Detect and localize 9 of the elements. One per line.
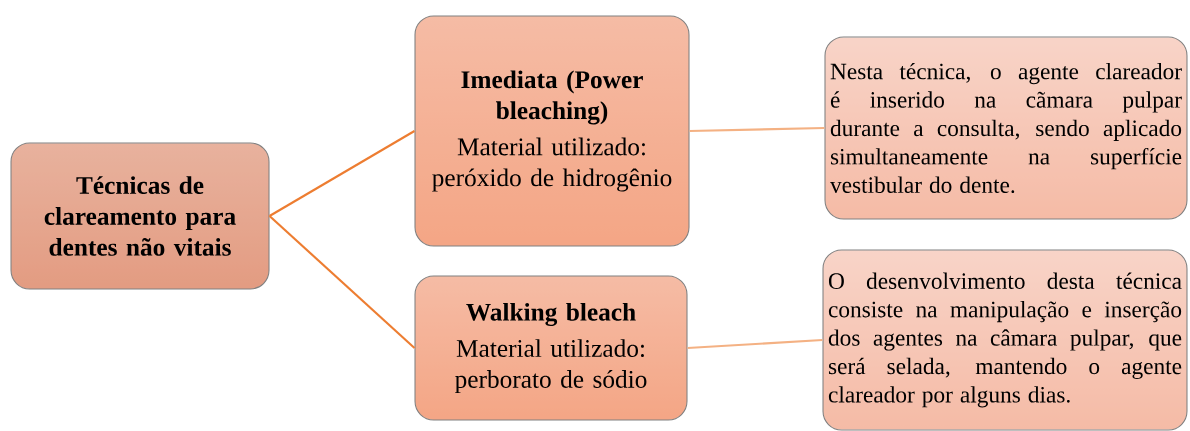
connector-line (689, 126, 825, 133)
description-box: O desenvolvimento desta técnica consiste na manipulação e inserção dos agentes na câmara pulpar, que será selada, mantendo o agente clareador por alguns dias. (822, 249, 1188, 431)
topic-box: Técnicas de clareamento para dentes não vitais (10, 142, 270, 290)
technique-box: Imediata (Power bleaching) Material utilizado: peróxido de hidrogênio (414, 15, 690, 247)
connector-line (269, 130, 415, 217)
connector-line (687, 338, 823, 350)
technique-box: Walking bleach Material utilizado: perborato de sódio (414, 275, 688, 421)
description-box: Nesta técnica, o agente clareador é inserido na cãmara pulpar durante a consulta, sendo aplicado simultaneamente na superfície vestibular do dente. (824, 36, 1188, 220)
connector-line (268, 215, 416, 349)
